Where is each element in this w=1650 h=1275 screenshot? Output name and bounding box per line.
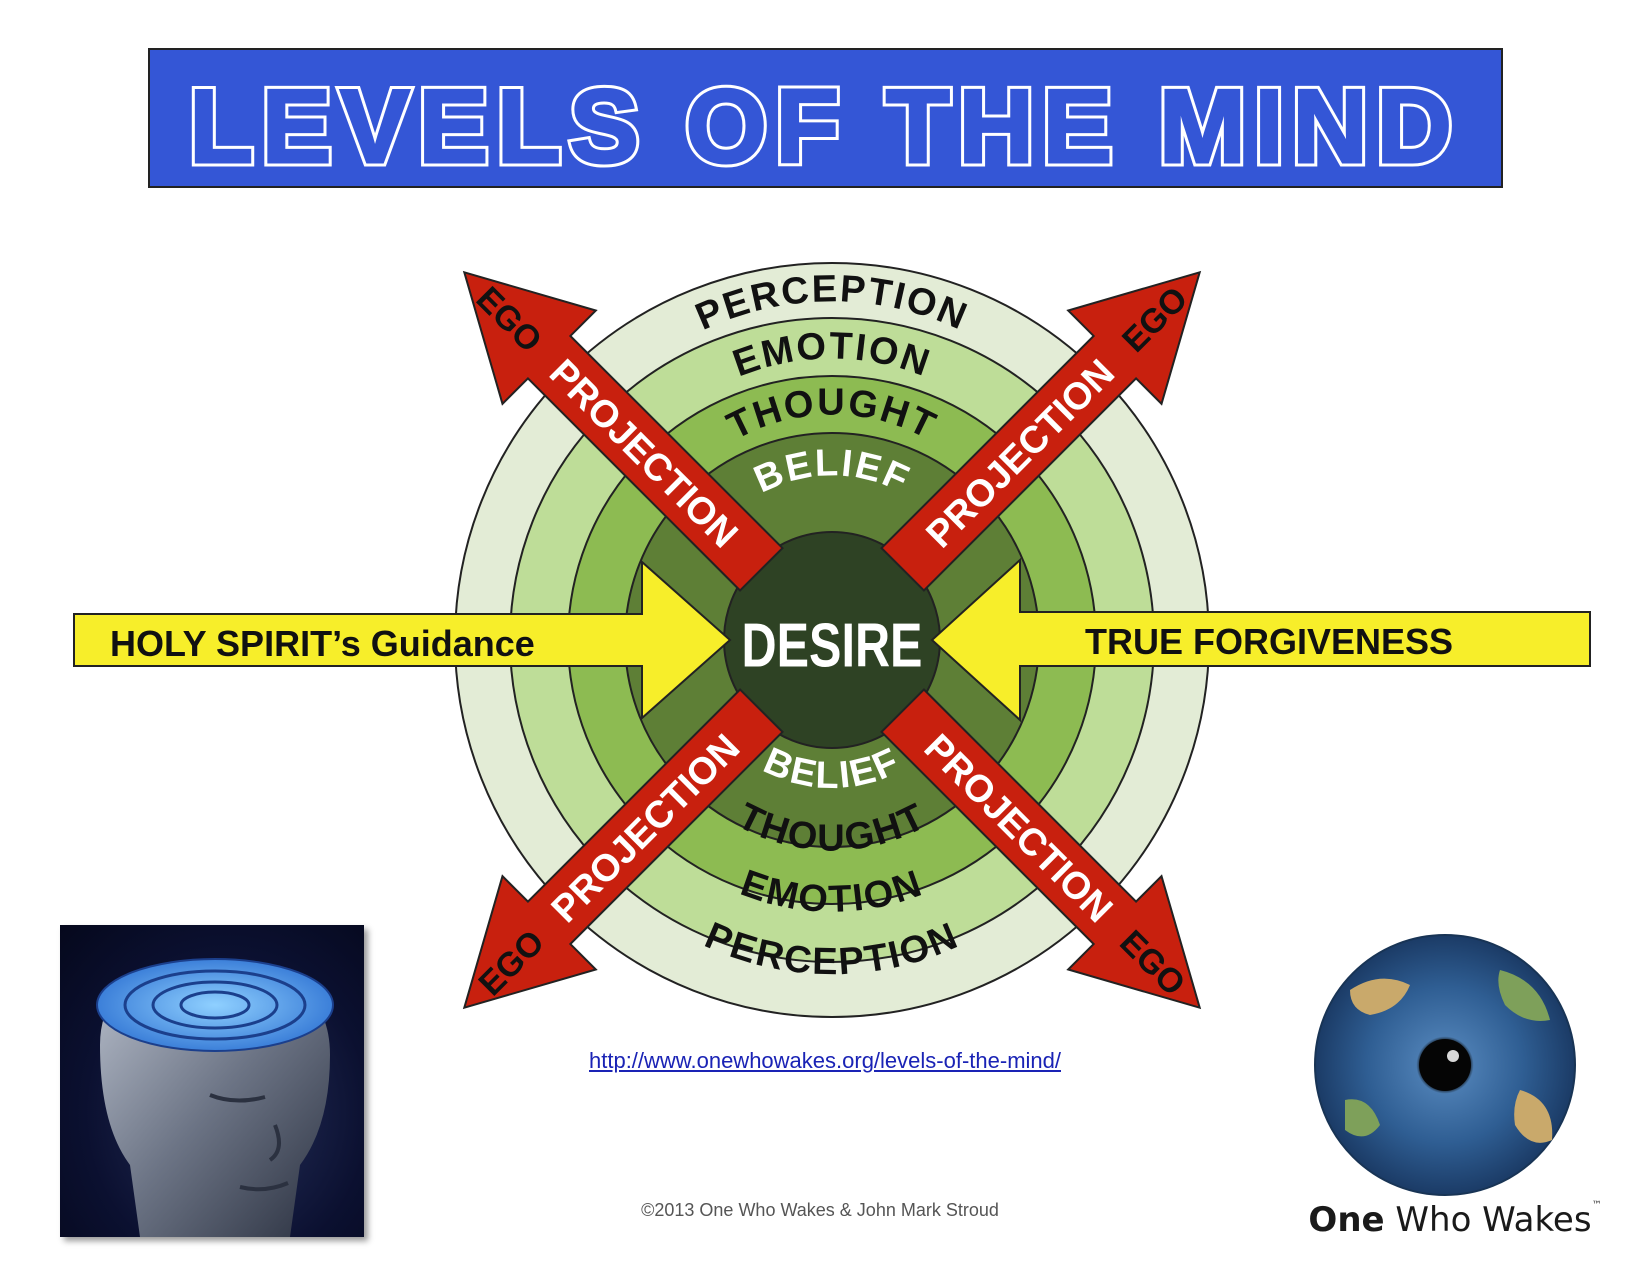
title-banner: LEVELS OF THE MIND LEVELS OF THE MIND	[148, 48, 1503, 188]
title-svg: LEVELS OF THE MIND LEVELS OF THE MIND	[185, 65, 1460, 187]
logo-wordmark: One Who Wakes™	[1290, 1200, 1620, 1240]
maze-head-image	[60, 925, 364, 1237]
guidance-label: HOLY SPIRIT’s Guidance	[110, 623, 535, 664]
guidance-arrow-left	[73, 559, 732, 721]
forgiveness-arrow-right	[930, 557, 1591, 723]
desire-label: DESIRE	[742, 611, 923, 680]
forgiveness-label: TRUE FORGIVENESS	[1085, 621, 1453, 662]
globe-eye-logo	[1314, 934, 1576, 1196]
page-title-inline: LEVELS OF THE MIND	[189, 69, 1460, 185]
logo-word-one: One	[1308, 1200, 1385, 1240]
logo-word-rest: Who Wakes	[1384, 1200, 1592, 1240]
maze-head-svg	[96, 958, 334, 1237]
source-url-link[interactable]: http://www.onewhowakes.org/levels-of-the…	[589, 1048, 1061, 1073]
trademark-mark: ™	[1591, 1200, 1602, 1211]
copyright-text: ©2013 One Who Wakes & John Mark Stroud	[641, 1200, 999, 1220]
page-title: LEVELS OF THE MIND	[189, 69, 1460, 185]
logo-block: One Who Wakes™	[1290, 930, 1620, 1250]
